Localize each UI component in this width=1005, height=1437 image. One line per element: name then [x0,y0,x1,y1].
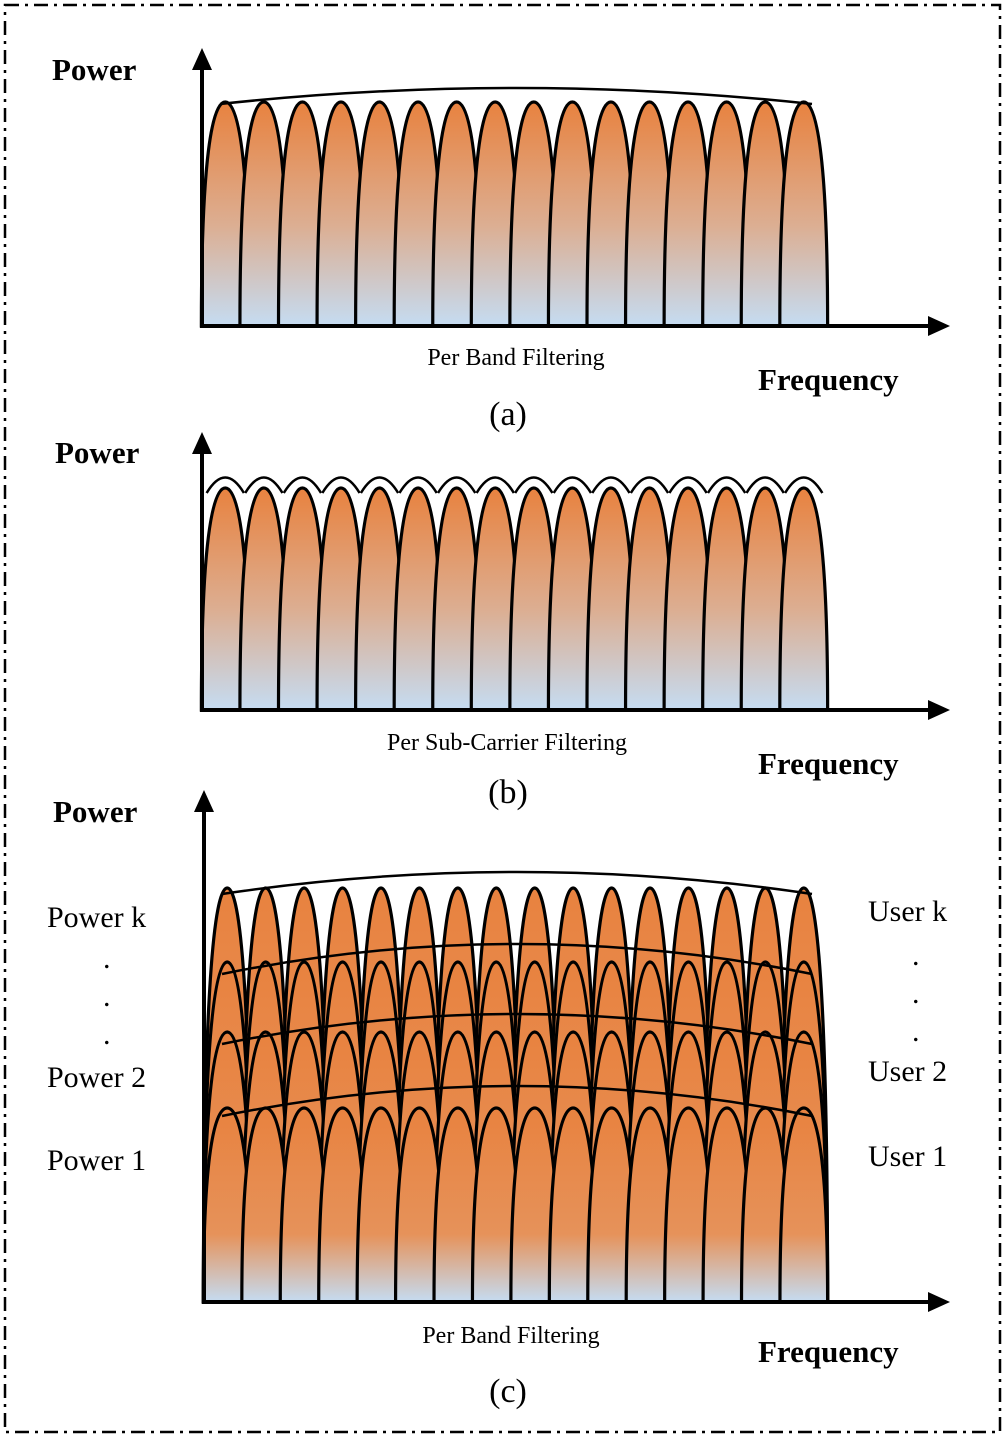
filter-label-a: Per Band Filtering [427,345,604,371]
user-envelopes-c [221,870,813,1118]
subcarrier-lobes-a [199,100,830,328]
user-k-label: User k [868,895,947,928]
caption-c: (c) [489,1373,527,1410]
power-level-dot: . [103,980,111,1013]
filter-label-c: Per Band Filtering [422,1323,599,1349]
x-axis-label-a: Frequency [758,362,899,397]
caption-a: (a) [489,396,527,433]
panel-a: Power Frequency Per Band Filtering (a) [52,48,950,433]
subcarrier-lobe [778,100,830,328]
x-axis-label-b: Frequency [758,746,899,781]
subcarrier-filter-arc [244,476,284,494]
subcarrier-filter-arc [706,476,747,494]
power-level-dot: . [103,942,111,975]
user-dot: . [912,1015,920,1048]
subcarrier-filter-arc [321,476,361,494]
panel-c: Power Frequency Per Band Filtering (c) P… [47,790,950,1410]
subcarrier-filter-arc [745,476,785,494]
y-axis-label-a: Power [52,52,137,87]
user-dot: . [912,977,920,1010]
panel-b: Power Frequency Per Sub-Carrier Filterin… [55,432,950,811]
power-axis-arrow-b [192,432,212,454]
filter-label-b: Per Sub-Carrier Filtering [387,730,627,756]
subcarrier-filter-arc [591,476,631,494]
subcarrier-filter-arc [282,476,323,494]
subcarrier-filter-arc [514,476,554,494]
band-filter-envelope [219,86,813,106]
subcarrier-lobe [778,486,830,712]
y-axis-label-c: Power [53,794,138,829]
user-envelope [221,942,813,976]
user-1-label: User 1 [868,1140,947,1173]
subcarrier-filter-arc [783,476,824,494]
power-level-k: Power k [47,901,146,934]
subcarrier-filter-arc [205,476,246,494]
x-axis-label-c: Frequency [758,1334,899,1369]
subcarrier-filter-arc [552,476,593,494]
subcarrier-filter-arcs-b [205,476,824,494]
y-axis-label-b: Power [55,435,140,470]
subcarrier-lobe [778,1106,830,1304]
subcarrier-filter-arc [668,476,708,494]
power-level-dot: . [103,1018,111,1051]
band-envelope-a [219,86,813,106]
user-dot: . [912,939,920,972]
subcarrier-filter-arc [629,476,670,494]
power-axis-arrow-c [194,790,214,812]
user-envelope [221,870,813,896]
user-envelope [221,1012,813,1046]
frequency-axis-arrow-a [928,316,950,336]
power-axis-arrow-a [192,48,212,70]
subcarrier-filter-arc [359,476,400,494]
user-2-label: User 2 [868,1055,947,1088]
subcarrier-filter-arc [398,476,438,494]
frequency-axis-arrow-c [928,1292,950,1312]
user-envelope [221,1084,813,1118]
subcarrier-filter-arc [436,476,477,494]
subcarrier-lobes-b [199,486,830,712]
caption-b: (b) [488,774,528,811]
figure-frame [3,3,1002,1434]
subcarrier-lobes-c [201,886,830,1304]
power-level-2: Power 2 [47,1061,146,1094]
frequency-axis-arrow-b [928,700,950,720]
power-level-1: Power 1 [47,1144,146,1177]
subcarrier-filter-arc [475,476,515,494]
